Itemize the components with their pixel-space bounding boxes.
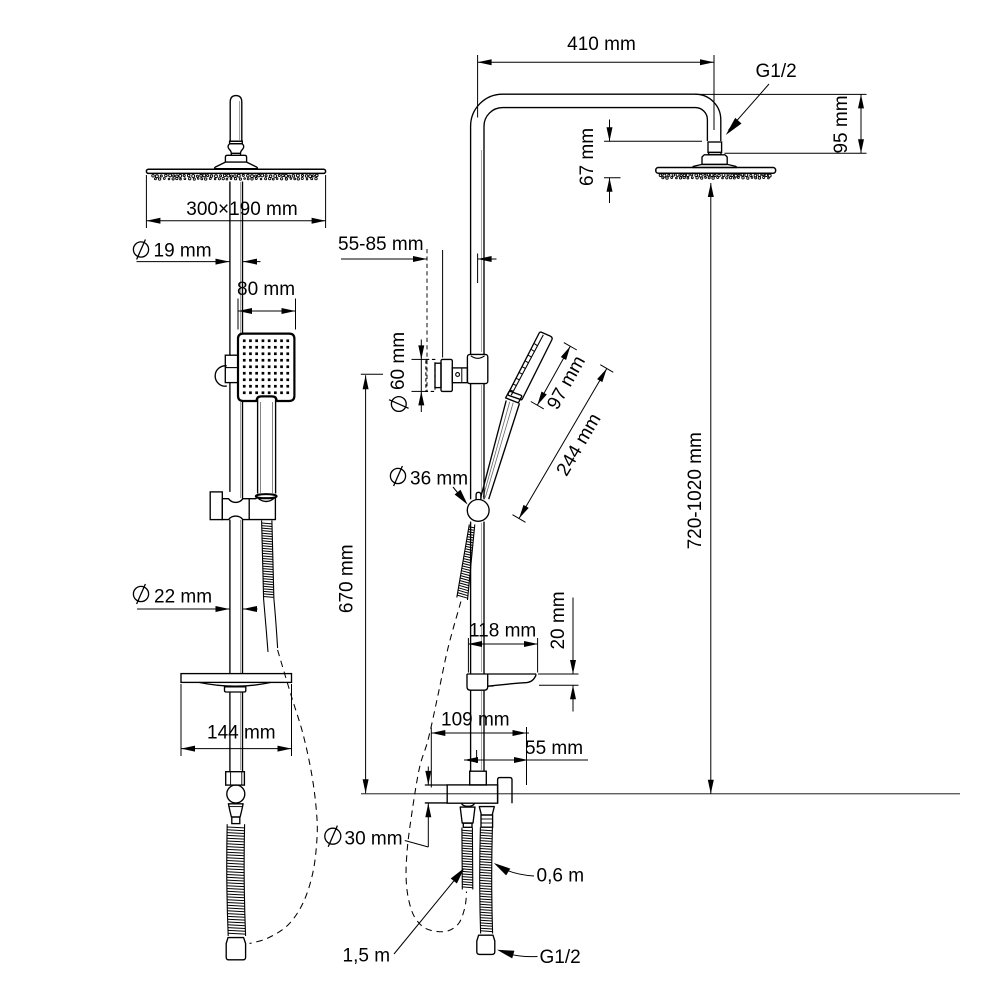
svg-text:55 mm: 55 mm xyxy=(525,738,583,759)
svg-text:118 mm: 118 mm xyxy=(469,621,536,642)
svg-text:95 mm: 95 mm xyxy=(831,95,852,153)
svg-text:144 mm: 144 mm xyxy=(207,723,276,744)
svg-text:G1/2: G1/2 xyxy=(756,61,797,82)
svg-text:60 mm: 60 mm xyxy=(388,332,409,390)
svg-text:67 mm: 67 mm xyxy=(577,128,598,186)
svg-text:670 mm: 670 mm xyxy=(336,544,357,613)
svg-text:0,6 m: 0,6 m xyxy=(537,866,585,887)
svg-text:22 mm: 22 mm xyxy=(154,587,212,608)
svg-text:30 mm: 30 mm xyxy=(345,829,403,850)
svg-text:80 mm: 80 mm xyxy=(237,279,295,300)
svg-text:1,5 m: 1,5 m xyxy=(343,946,391,967)
svg-text:410 mm: 410 mm xyxy=(567,34,636,55)
svg-text:20 mm: 20 mm xyxy=(548,591,569,649)
svg-text:109 mm: 109 mm xyxy=(441,710,510,731)
svg-text:G1/2: G1/2 xyxy=(540,947,581,968)
svg-text:36 mm: 36 mm xyxy=(410,469,468,490)
svg-text:19 mm: 19 mm xyxy=(154,241,212,262)
svg-text:300×190 mm: 300×190 mm xyxy=(186,199,297,220)
svg-text:55-85 mm: 55-85 mm xyxy=(338,234,424,255)
svg-text:720-1020 mm: 720-1020 mm xyxy=(685,432,706,549)
